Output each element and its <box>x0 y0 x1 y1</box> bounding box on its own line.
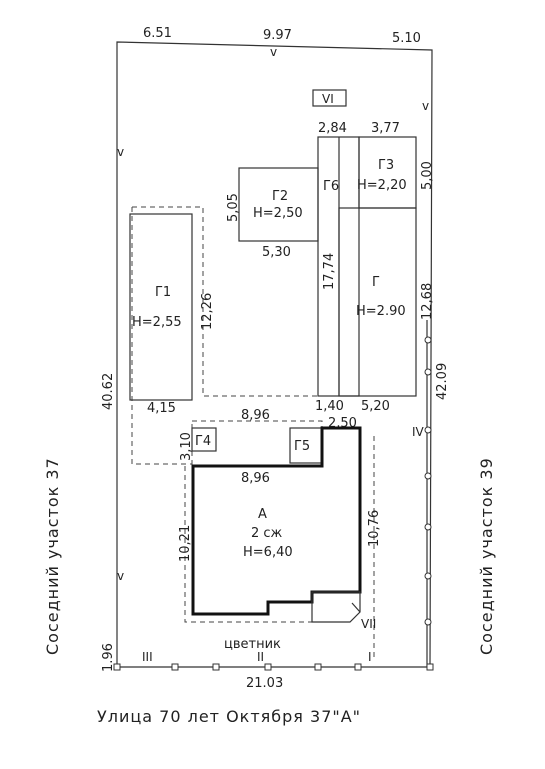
marker-i: I <box>368 650 372 664</box>
a-name: А <box>258 507 267 522</box>
dim-g-bottom: 5,20 <box>361 399 390 414</box>
dim-g5-top: 8,96 <box>241 408 270 423</box>
marker-vi-box <box>312 89 347 107</box>
dim-g6-height: 17,74 <box>322 253 337 290</box>
tick-top: v <box>270 45 277 59</box>
a-floors: 2 сж <box>251 526 283 541</box>
house-a-porch <box>311 591 361 623</box>
fence-post <box>424 368 432 376</box>
fence-post <box>424 523 432 531</box>
fence-post <box>424 336 432 344</box>
neighbor-left-label: Соседний участок 37 <box>43 457 62 655</box>
dim-left-side: 40.62 <box>101 373 116 410</box>
street-post <box>212 663 220 671</box>
street-label: Улица 70 лет Октября 37"А" <box>97 707 361 726</box>
g2-name: Г2 <box>272 189 288 204</box>
dim-g2-width: 5,30 <box>262 245 291 260</box>
fence-post <box>424 472 432 480</box>
street-post <box>171 663 179 671</box>
dim-g2-height: 5,05 <box>226 193 241 222</box>
g3-height: H=2,20 <box>357 178 407 193</box>
dim-g5-bottom: 8,96 <box>241 471 270 486</box>
house-a <box>191 426 362 616</box>
marker-vii: VII <box>361 617 376 631</box>
dim-top-right: 5.10 <box>392 31 421 46</box>
dim-bottom-left: 1.96 <box>101 643 116 672</box>
g2-height: H=2,50 <box>253 206 303 221</box>
neighbor-right-label: Соседний участок 39 <box>477 457 496 655</box>
dim-right-side: 42.09 <box>435 363 450 400</box>
dim-bottom: 21.03 <box>246 676 283 691</box>
dim-g3-width: 3,77 <box>371 121 400 136</box>
g-height: H=2.90 <box>356 304 406 319</box>
building-g4 <box>191 427 217 452</box>
g3-name: Г3 <box>378 158 394 173</box>
g5-name: Г5 <box>294 439 310 454</box>
garden-label: цветник <box>224 637 281 652</box>
building-g <box>338 207 417 397</box>
fence-post <box>424 572 432 580</box>
g1-dashed-left <box>131 207 192 465</box>
porch-line <box>351 602 361 613</box>
dim-g1-height: 12,26 <box>200 293 215 330</box>
dim-a-right: 10,76 <box>367 510 382 547</box>
g1-dashed-outline <box>132 206 318 397</box>
street-post <box>264 663 272 671</box>
building-g1 <box>129 213 193 401</box>
fence-post <box>424 618 432 626</box>
dim-top-left: 6.51 <box>143 26 172 41</box>
dim-g6-bottom: 1,40 <box>315 399 344 414</box>
house-a-dashed-surround <box>184 466 322 623</box>
g1-height: H=2,55 <box>132 315 182 330</box>
tick-right-1: v <box>422 99 429 113</box>
dim-a-left: 10,21 <box>178 525 193 562</box>
street-post <box>314 663 322 671</box>
fence-post <box>424 426 432 434</box>
tick-left-1: v <box>117 145 124 159</box>
dim-g-height: 12,68 <box>420 283 435 320</box>
marker-iv: IV <box>412 425 425 439</box>
g-name: Г <box>372 275 380 290</box>
building-g2 <box>238 167 319 242</box>
dim-g1-width: 4,15 <box>147 401 176 416</box>
dim-g3-height: 5,00 <box>420 161 435 190</box>
a-height: H=6,40 <box>243 545 293 560</box>
dim-g4-height: 3,10 <box>179 432 194 461</box>
street-post <box>113 663 121 671</box>
marker-vi: VI <box>322 92 334 106</box>
dim-top-mid: 9.97 <box>263 28 292 43</box>
tick-left-2: v <box>117 569 124 583</box>
street-post <box>426 663 434 671</box>
g1-name: Г1 <box>155 285 171 300</box>
street-post <box>354 663 362 671</box>
dim-g6-width: 2,84 <box>318 121 347 136</box>
marker-iii: III <box>142 650 153 664</box>
marker-ii: II <box>257 650 264 664</box>
g6-name: Г6 <box>323 179 339 194</box>
g4-name: Г4 <box>195 434 211 449</box>
